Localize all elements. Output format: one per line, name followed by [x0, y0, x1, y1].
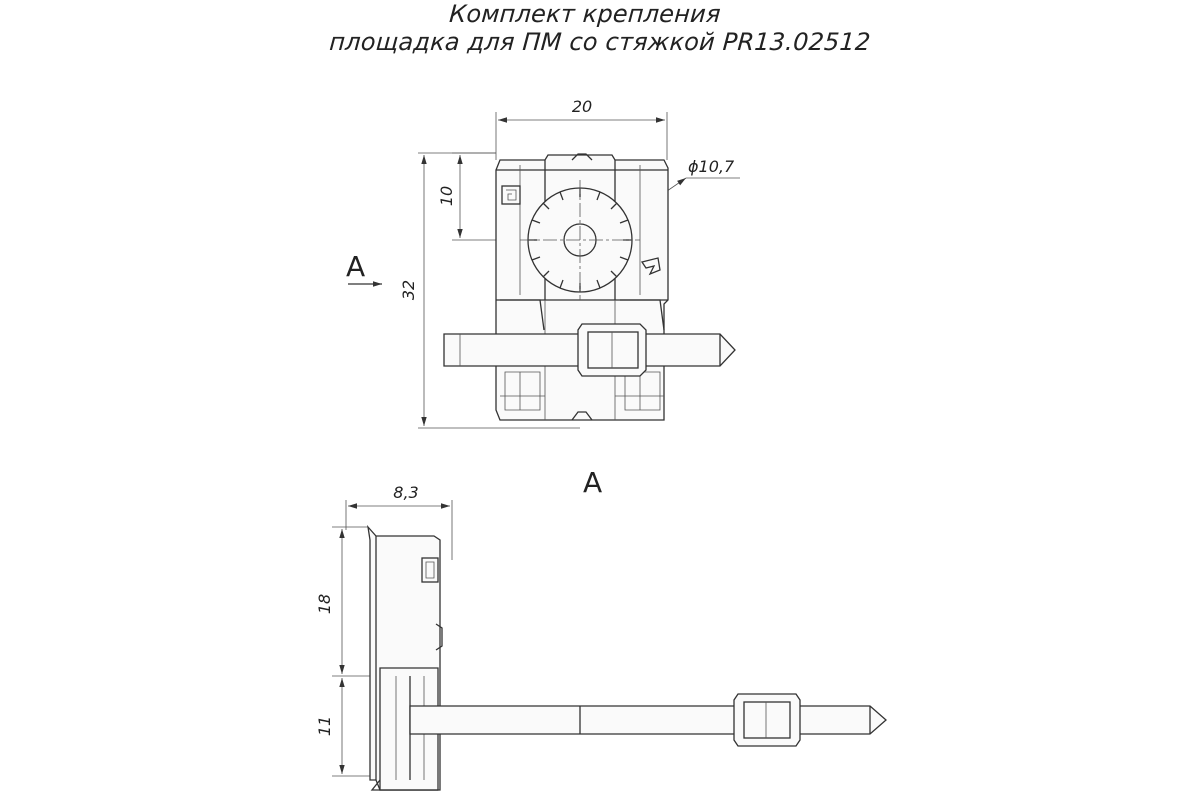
upper-height-dimension-label: 18 — [315, 594, 334, 614]
section-marker: A — [346, 250, 382, 287]
upper-height-dimension: 18 — [315, 526, 380, 677]
side-cable-tie — [409, 693, 887, 747]
width-dimension-label: 20 — [572, 97, 592, 116]
section-marker-label: A — [346, 250, 365, 283]
height-dimension-label: 10 — [437, 186, 456, 206]
side-body — [367, 524, 443, 791]
depth-dimension: 8,3 — [345, 483, 453, 560]
total-height-dimension: 32 — [399, 152, 580, 429]
lower-height-dimension: 11 — [315, 678, 378, 777]
side-view: A 8,3 18 11 — [315, 466, 887, 791]
side-view-label: A — [583, 466, 602, 499]
brand-logo-icon — [501, 185, 521, 205]
diameter-dimension-label: ϕ10,7 — [688, 157, 735, 176]
lower-height-dimension-label: 11 — [315, 716, 334, 736]
top-view: 20 10 32 ϕ10,7 A — [346, 97, 740, 429]
brand-logo-icon-rotated — [640, 257, 661, 276]
total-height-dimension-label: 32 — [399, 280, 418, 300]
cable-tie — [443, 323, 736, 377]
round-mount-gear — [520, 180, 640, 300]
width-dimension: 20 — [495, 97, 668, 160]
depth-dimension-label: 8,3 — [393, 483, 418, 502]
